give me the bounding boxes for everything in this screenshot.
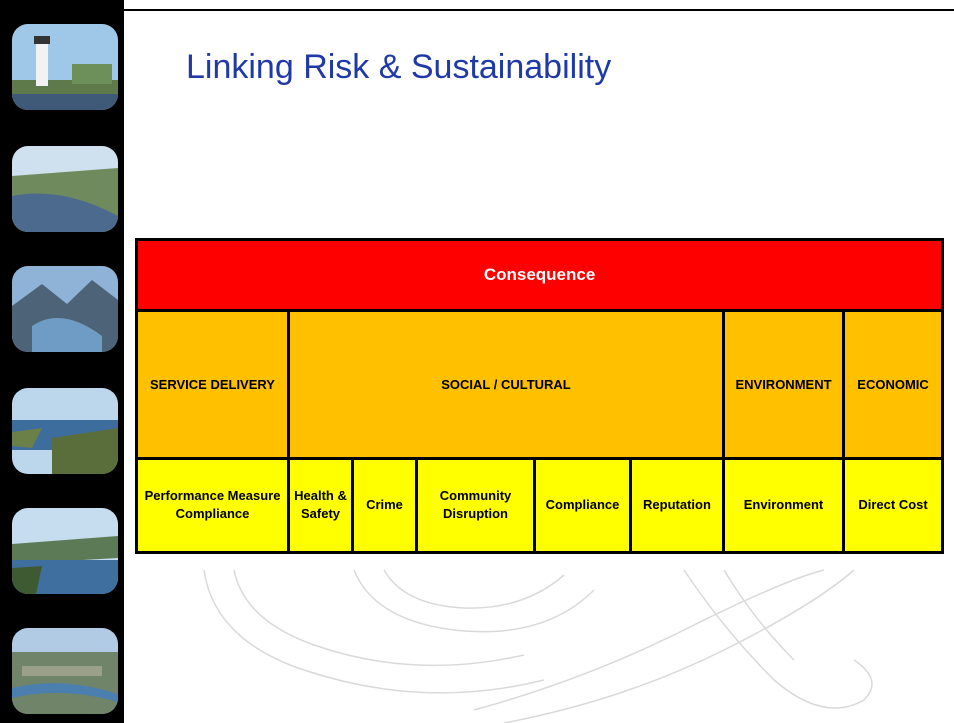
koru-watermark — [203, 569, 873, 723]
consequence-table: Consequence SERVICE DELIVERY SOCIAL / CU… — [134, 237, 945, 555]
lighthouse-photo — [12, 24, 118, 110]
sub-direct-cost: Direct Cost — [841, 456, 945, 555]
city-river-photo — [12, 628, 118, 714]
harbour-photo — [12, 508, 118, 594]
consequence-header: Consequence — [134, 237, 945, 313]
photo-strip — [0, 0, 124, 723]
sub-compliance: Compliance — [533, 456, 632, 555]
category-environment: ENVIRONMENT — [722, 309, 845, 460]
category-social-cultural: SOCIAL / CULTURAL — [287, 309, 725, 460]
sub-reputation: Reputation — [629, 456, 725, 555]
sub-community-disruption: Community Disruption — [415, 456, 536, 555]
top-divider — [124, 9, 954, 11]
sub-performance-measure-compliance: Performance Measure Compliance — [135, 456, 290, 555]
category-service-delivery: SERVICE DELIVERY — [135, 309, 290, 460]
mountain-lake-photo — [12, 266, 118, 352]
sub-health-safety: Health & Safety — [287, 456, 354, 555]
bay-photo — [12, 388, 118, 474]
category-economic: ECONOMIC — [841, 309, 945, 460]
sub-environment: Environment — [722, 456, 845, 555]
sub-crime: Crime — [351, 456, 418, 555]
coastline-photo — [12, 146, 118, 232]
slide-title: Linking Risk & Sustainability — [186, 48, 612, 86]
